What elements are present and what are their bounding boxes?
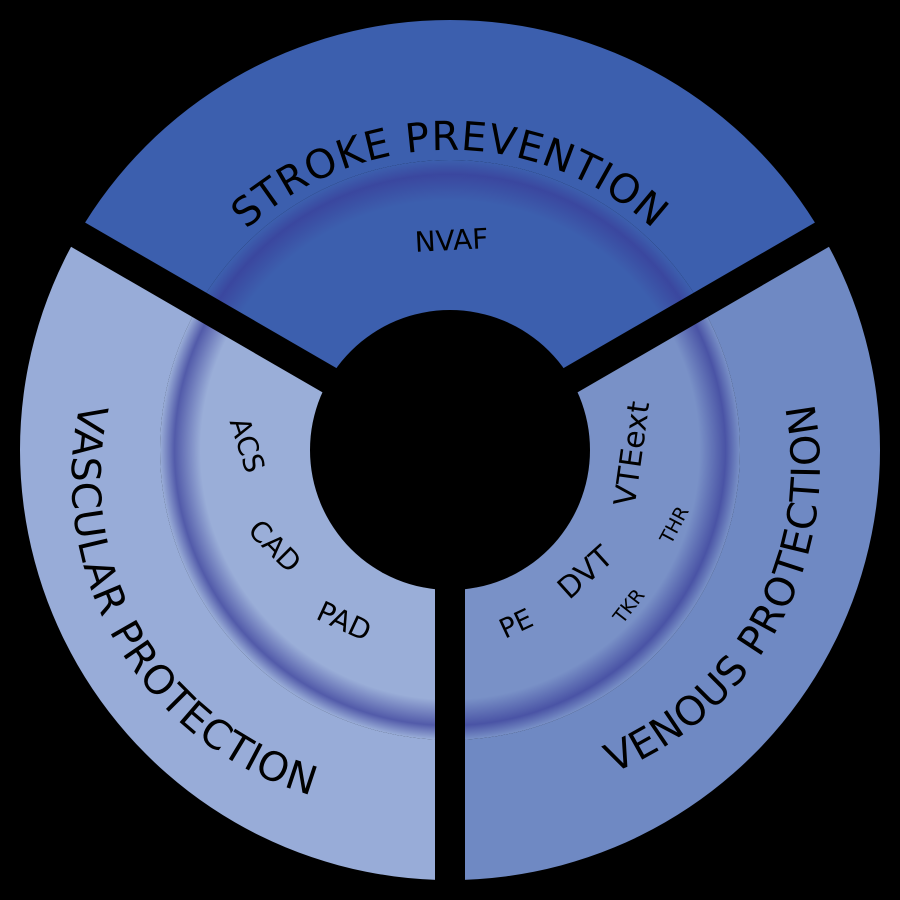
inner-label-nvaf: NVAF	[414, 222, 489, 259]
venous-outer-segment	[450, 235, 880, 880]
center-hole	[310, 310, 590, 590]
stroke-outer-segment	[77, 20, 823, 305]
vascular-outer-segment	[20, 235, 450, 880]
